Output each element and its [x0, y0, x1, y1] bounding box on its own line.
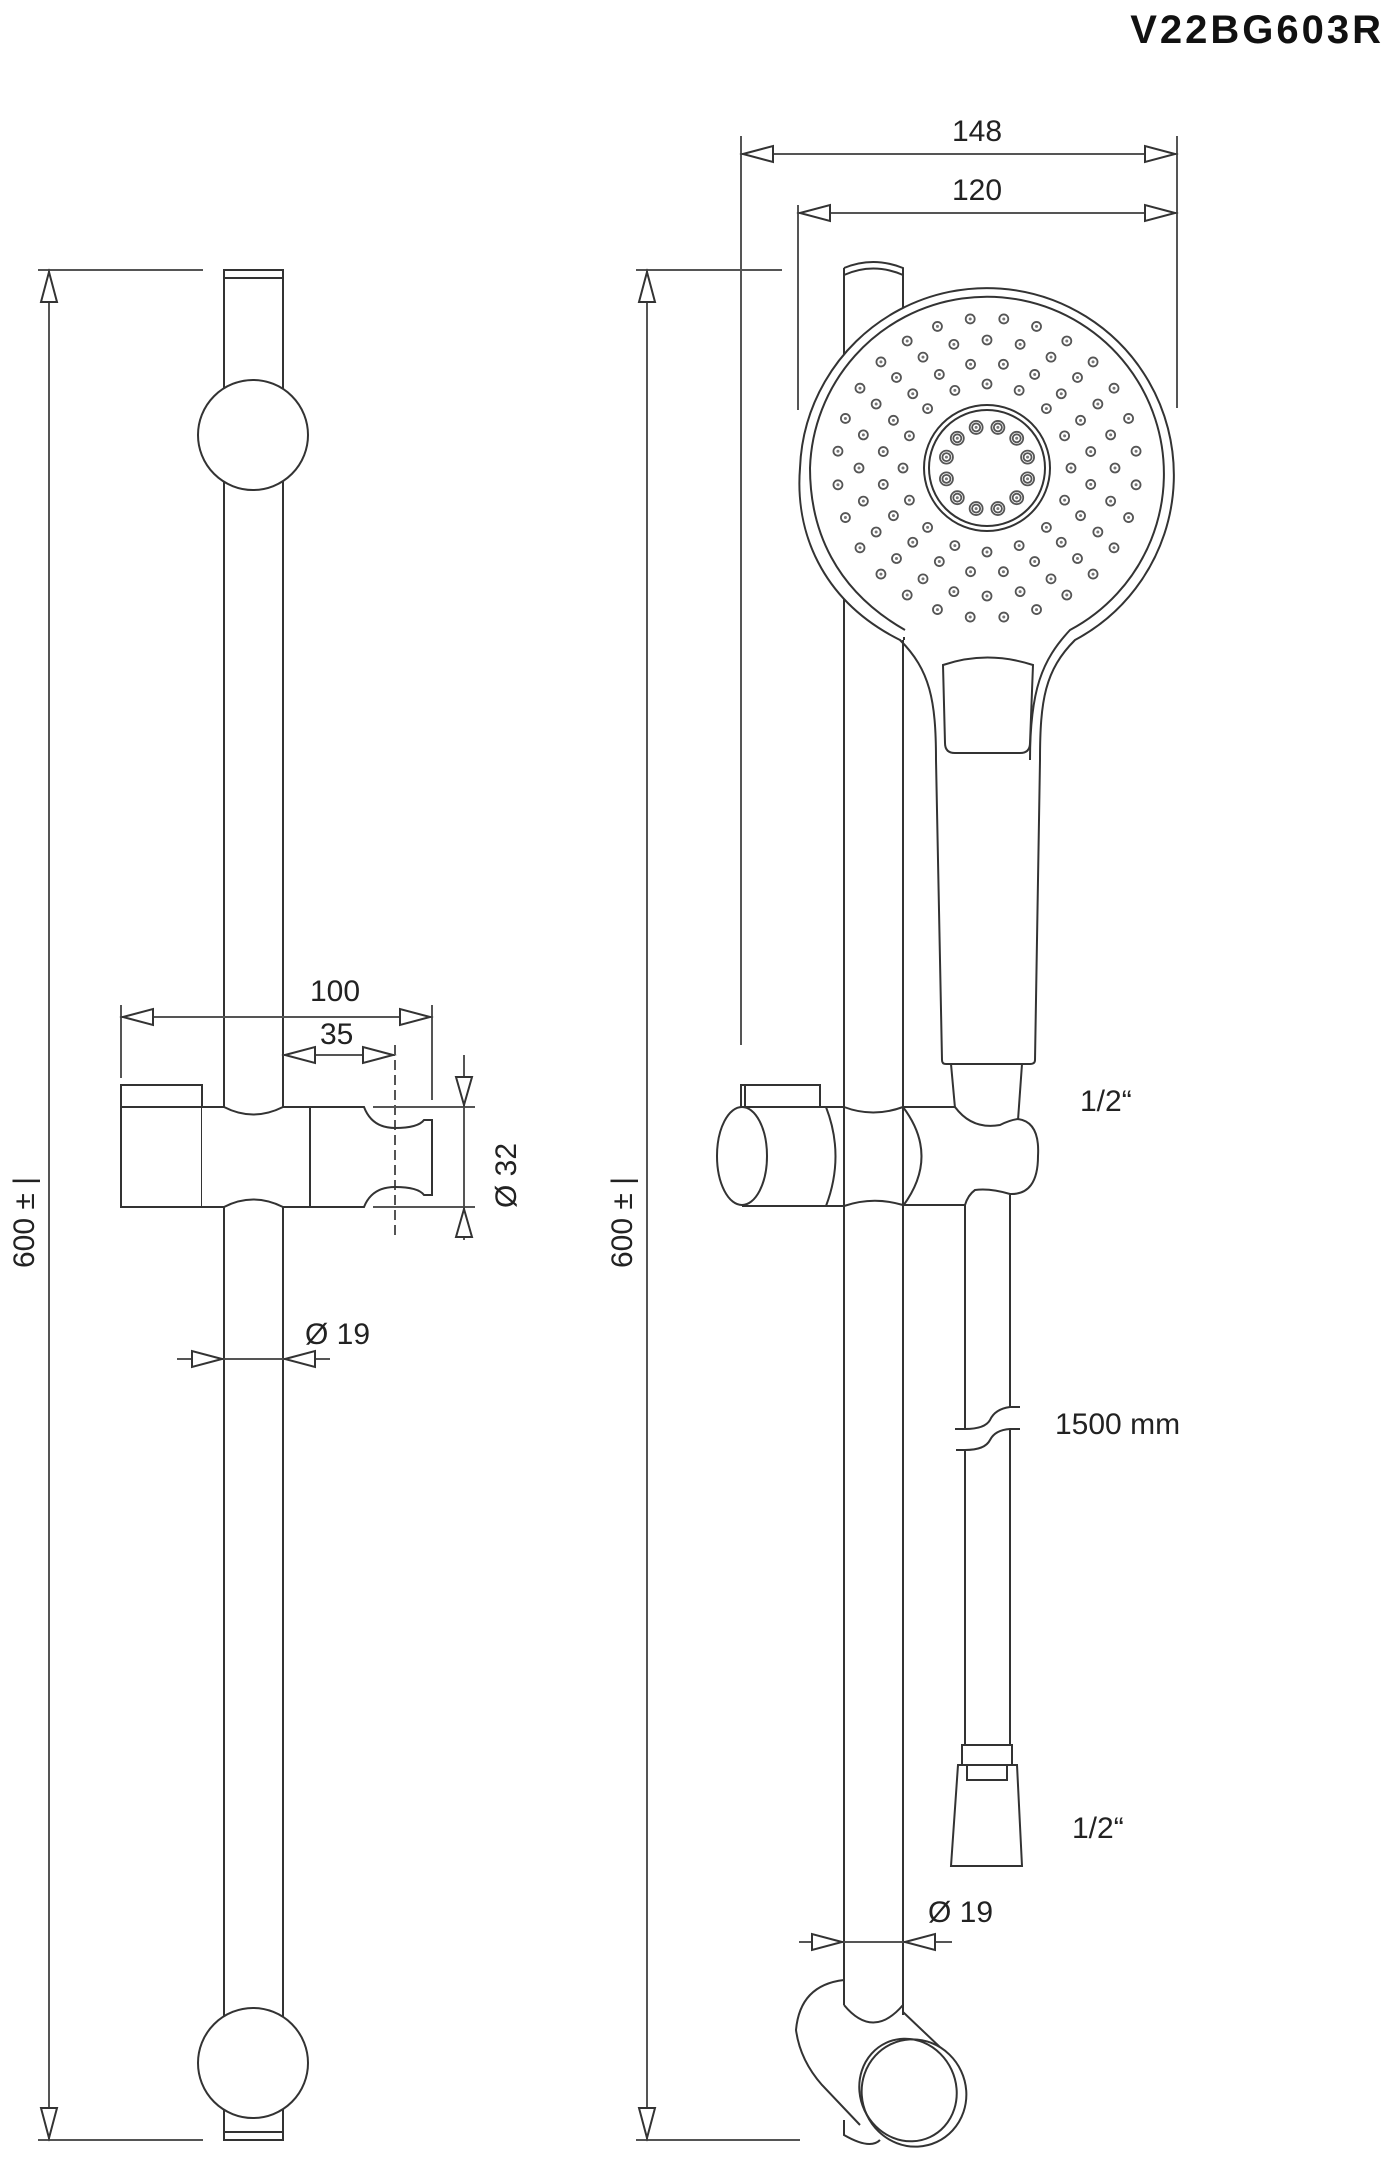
- model-number-title: V22BG603R: [1130, 8, 1384, 52]
- connector-top-label: 1/2“: [1080, 1085, 1132, 1118]
- left-holder-length-label: 100: [310, 975, 361, 1008]
- right-rail-diameter-label: Ø 19: [928, 1896, 994, 1929]
- left-holder-offset-label: 35: [320, 1018, 354, 1051]
- spray-nozzles: [832, 313, 1142, 623]
- head-overall-width-label: 148: [952, 115, 1003, 148]
- left-view: [38, 268, 475, 2142]
- connector-bottom-label: 1/2“: [1072, 1812, 1124, 1845]
- right-view: [636, 136, 1179, 2148]
- right-height-label: 600 ± |: [606, 1177, 639, 1268]
- head-diameter-label: 120: [952, 174, 1003, 207]
- left-rail-diameter-label: Ø 19: [305, 1318, 371, 1351]
- left-holder-diameter-label: Ø 32: [490, 1142, 523, 1208]
- hose-length-label: 1500 mm: [1055, 1408, 1181, 1441]
- left-height-label: 600 ± |: [8, 1177, 41, 1268]
